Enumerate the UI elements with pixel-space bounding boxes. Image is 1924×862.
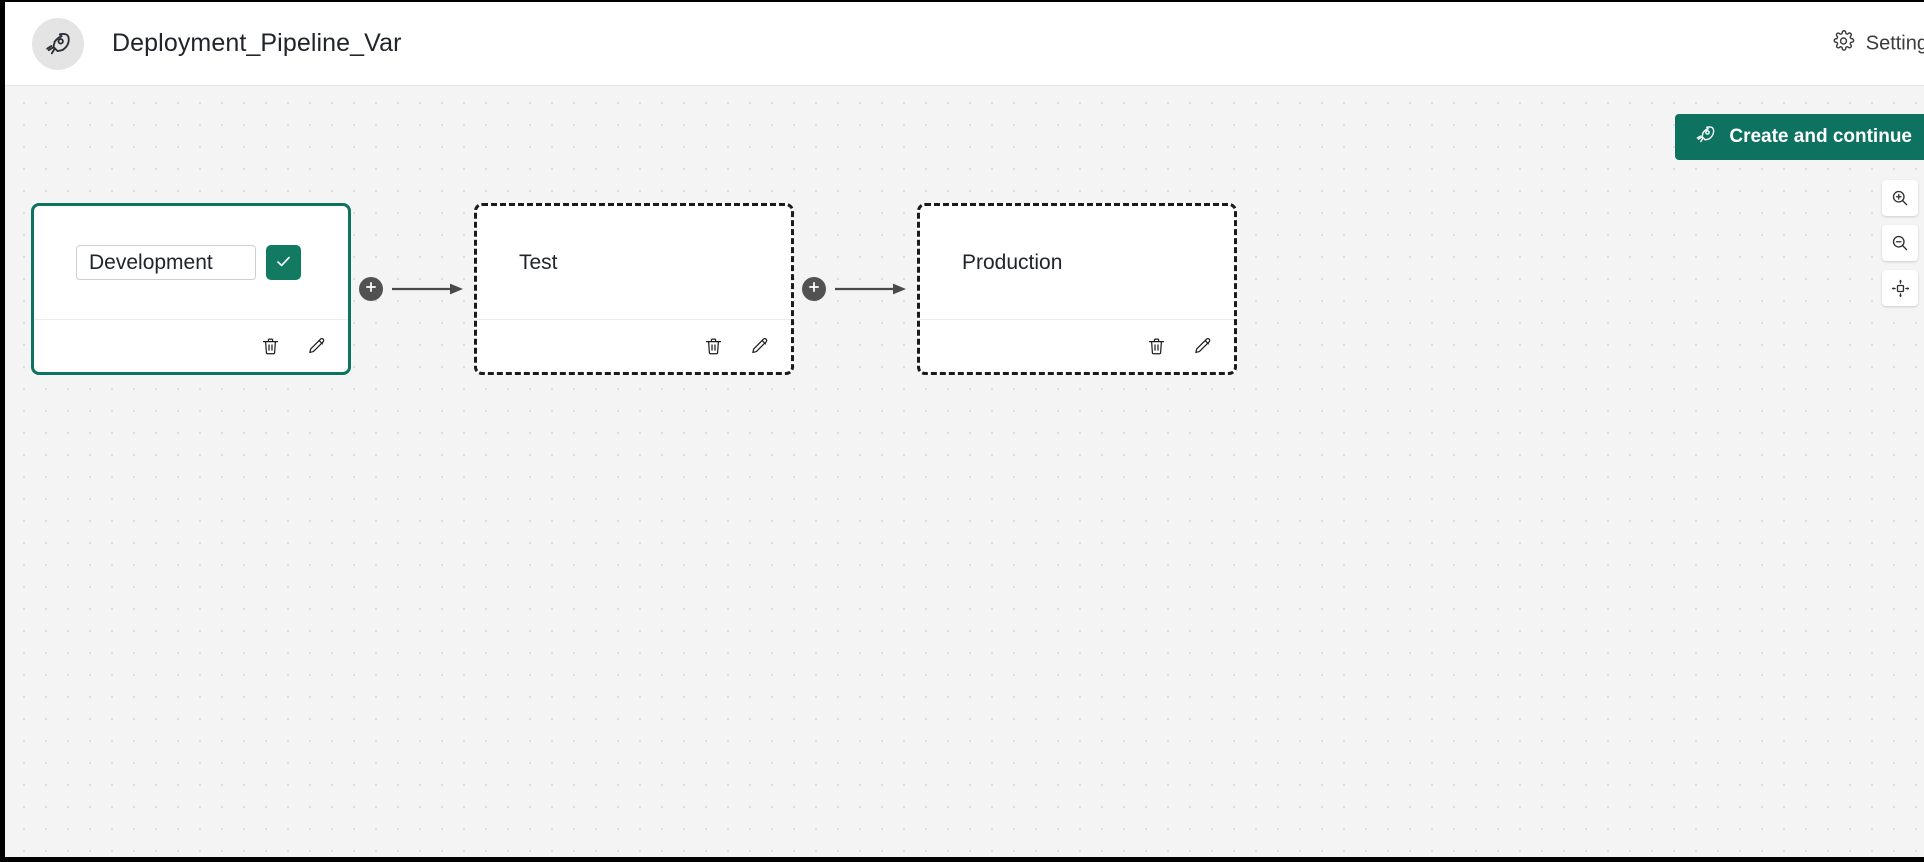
pencil-icon (749, 336, 770, 357)
settings-button[interactable]: Settings (1832, 29, 1924, 58)
fit-view-icon (1890, 278, 1911, 299)
magnifier-plus-icon (1890, 188, 1910, 208)
environment-name-input[interactable] (76, 245, 256, 280)
delete-node-button[interactable] (701, 334, 725, 358)
rocket-icon (32, 17, 84, 70)
confirm-name-button[interactable] (266, 245, 301, 280)
node-body: Test (477, 206, 791, 319)
node-title: Test (519, 250, 558, 274)
connector-development-test (351, 203, 474, 375)
edit-node-button[interactable] (1190, 334, 1214, 358)
node-title: Production (962, 250, 1063, 274)
check-icon (274, 252, 293, 274)
page-title: Deployment_Pipeline_Var (112, 29, 402, 57)
pipeline-node-production[interactable]: Production (917, 203, 1237, 375)
app-header: Deployment_Pipeline_Var Settings (5, 2, 1924, 86)
rocket-icon (1695, 124, 1716, 151)
trash-icon (1146, 336, 1167, 357)
arrow-right-icon (835, 283, 906, 295)
delete-node-button[interactable] (258, 334, 282, 358)
delete-node-button[interactable] (1144, 334, 1168, 358)
arrow-right-icon (392, 283, 463, 295)
gear-icon (1832, 29, 1855, 58)
node-name-editor (76, 245, 301, 280)
create-and-continue-button[interactable]: Create and continue (1675, 114, 1924, 160)
node-body: Production (920, 206, 1234, 319)
trash-icon (703, 336, 724, 357)
pencil-icon (306, 336, 327, 357)
zoom-in-button[interactable] (1882, 180, 1918, 216)
connector-test-production (794, 203, 917, 375)
trash-icon (260, 336, 281, 357)
node-footer (920, 319, 1234, 372)
plus-icon (364, 280, 378, 299)
pipeline-flow: Test (31, 203, 1237, 375)
pencil-icon (1192, 336, 1213, 357)
create-and-continue-label: Create and continue (1729, 126, 1912, 147)
edit-node-button[interactable] (304, 334, 328, 358)
pipeline-canvas[interactable]: Create and continue (5, 86, 1924, 857)
magnifier-minus-icon (1890, 233, 1910, 253)
fit-view-button[interactable] (1882, 270, 1918, 306)
add-node-button[interactable] (802, 277, 826, 301)
add-node-button[interactable] (359, 277, 383, 301)
pipeline-node-development[interactable] (31, 203, 351, 375)
zoom-toolbar (1882, 180, 1918, 306)
edit-node-button[interactable] (747, 334, 771, 358)
node-footer (477, 319, 791, 372)
settings-label: Settings (1865, 32, 1924, 54)
node-footer (34, 319, 348, 372)
pipeline-node-test[interactable]: Test (474, 203, 794, 375)
node-body (34, 206, 348, 319)
zoom-out-button[interactable] (1882, 225, 1918, 261)
plus-icon (807, 280, 821, 299)
